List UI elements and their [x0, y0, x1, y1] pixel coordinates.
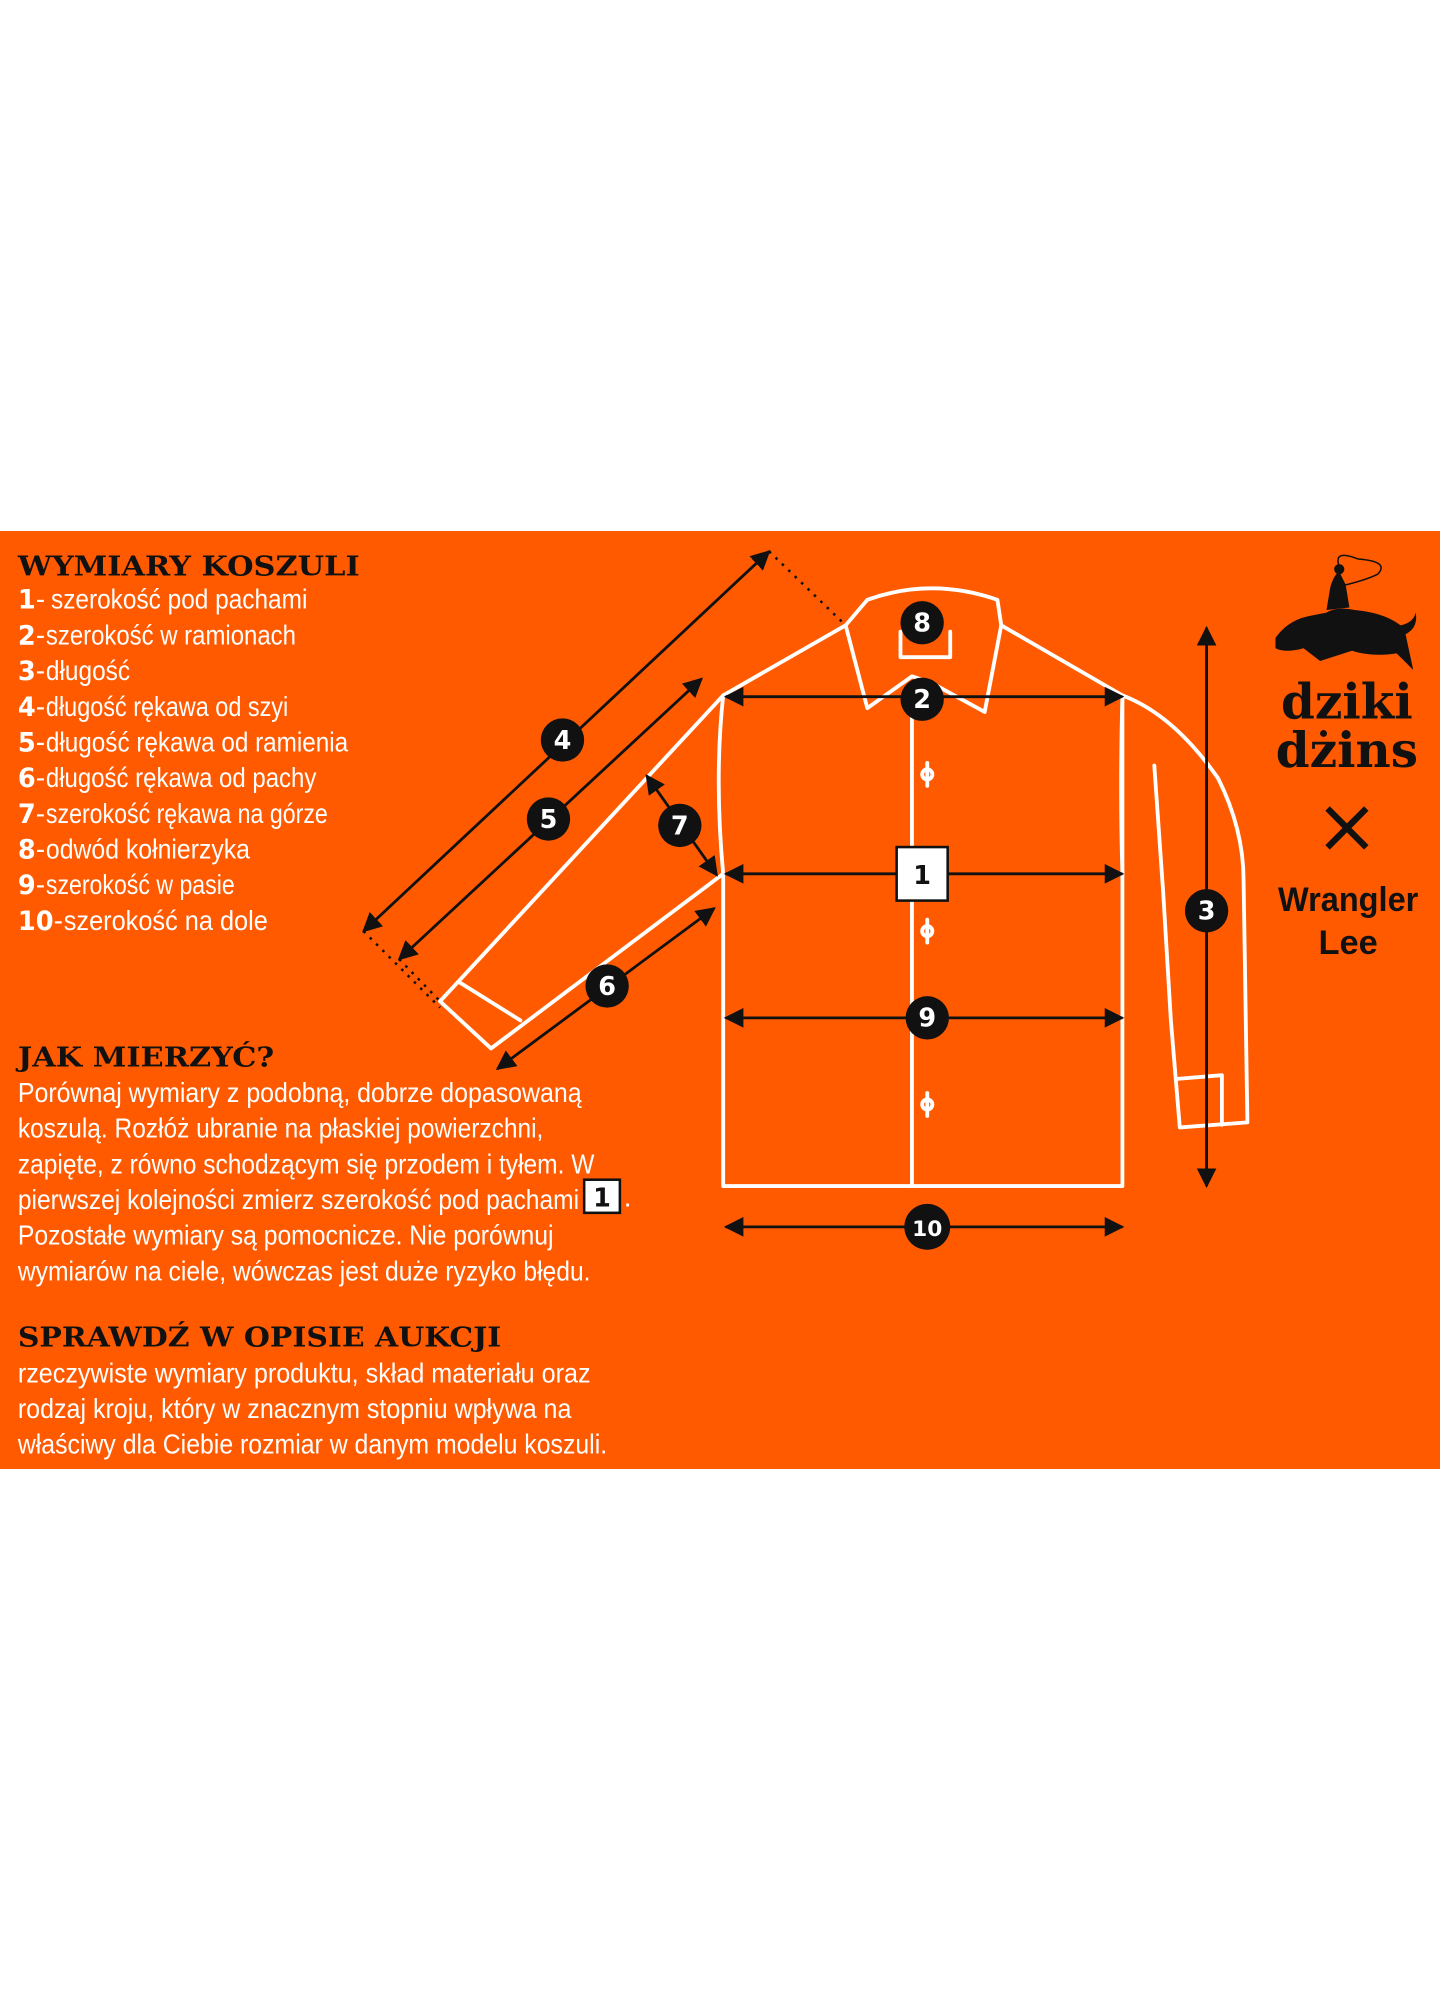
- svg-text:5: 5: [540, 805, 558, 835]
- button-icon: [920, 1091, 935, 1118]
- how-line: pierwszej kolejności zmierz szerokość po…: [18, 1184, 579, 1215]
- svg-text:2: 2: [913, 685, 931, 715]
- legend-item-separator: -: [36, 869, 45, 900]
- inline-period: .: [624, 1181, 632, 1212]
- marker-4: 4: [540, 718, 585, 762]
- brand-lee: Lee: [1319, 924, 1378, 962]
- legend-item-number: 8: [18, 835, 36, 866]
- legend-item-separator: -: [36, 584, 45, 615]
- marker-6: 6: [585, 964, 629, 1008]
- inline-marker-box: [582, 1178, 622, 1215]
- check-line: rodzaj kroju, który w znacznym stopniu w…: [18, 1393, 572, 1424]
- legend-item-label: długość rękawa od pachy: [46, 762, 316, 793]
- button-icon: [920, 917, 935, 945]
- svg-text:8: 8: [913, 609, 931, 639]
- legend-item-number: 9: [18, 870, 36, 901]
- legend-item-number: 4: [18, 692, 36, 723]
- svg-text:10: 10: [912, 1217, 942, 1242]
- check-text: rzeczywiste wymiary produktu, skład mate…: [17, 1357, 607, 1459]
- svg-text:1: 1: [913, 861, 931, 891]
- brand-logo: dziki dżins × Wrangler Lee: [1275, 554, 1418, 962]
- svg-text:4: 4: [554, 726, 572, 756]
- legend-item-number: 6: [18, 763, 36, 794]
- legend-item-label: szerokość w ramionach: [46, 619, 296, 650]
- marker-2: 2: [900, 677, 944, 721]
- marker-5: 5: [526, 797, 571, 841]
- legend-item-label: szerokość na dole: [64, 905, 268, 936]
- legend-item-number: 10: [18, 906, 54, 937]
- legend-item-separator: -: [36, 762, 45, 793]
- legend-item-separator: -: [36, 798, 45, 829]
- how-line: Porównaj wymiary z podobną, dobrze dopas…: [18, 1077, 582, 1108]
- check-line: rzeczywiste wymiary produktu, skład mate…: [18, 1357, 591, 1388]
- legend-item-label: szerokość w pasie: [46, 869, 235, 900]
- legend-title: WYMIARY KOSZULI: [17, 552, 360, 583]
- legend-item-separator: -: [36, 726, 45, 757]
- legend-item-separator: -: [36, 655, 45, 686]
- marker-1: 1: [895, 845, 949, 902]
- collab-x-icon: ×: [1315, 782, 1379, 871]
- inline-marker-number: 1: [593, 1183, 611, 1213]
- brand-wrangler: Wrangler: [1278, 881, 1418, 919]
- legend-item-separator: -: [36, 619, 45, 650]
- svg-text:7: 7: [671, 811, 689, 841]
- marker-9: 9: [905, 996, 949, 1040]
- legend-item-label: długość rękawa od ramienia: [46, 726, 349, 757]
- svg-text:3: 3: [1198, 897, 1216, 927]
- brand-dziki: dziki: [1281, 674, 1413, 730]
- legend-item-label: długość: [46, 655, 130, 686]
- legend-item-separator: -: [36, 834, 45, 865]
- marker-3: 3: [1184, 889, 1229, 933]
- legend-item-label: szerokość rękawa na górze: [46, 798, 328, 829]
- button-icon: [920, 761, 935, 788]
- legend-item-separator: -: [36, 691, 45, 722]
- how-title: JAK MIERZYĆ?: [16, 1041, 275, 1073]
- legend-item-number: 3: [18, 656, 36, 687]
- how-line: koszulą. Rozłóż ubranie na płaskiej powi…: [18, 1113, 543, 1144]
- brand-dzins: dżins: [1276, 723, 1418, 779]
- legend-item-number: 7: [18, 799, 36, 830]
- how-text: Porównaj wymiary z podobną, dobrze dopas…: [17, 1077, 595, 1286]
- legend-item-separator: -: [54, 905, 63, 936]
- marker-8: 8: [900, 601, 944, 645]
- legend-item-label: szerokość pod pachami: [51, 584, 307, 615]
- how-line: Pozostałe wymiary są pomocnicze. Nie por…: [18, 1220, 554, 1251]
- marker-7: 7: [658, 803, 702, 848]
- svg-text:9: 9: [918, 1004, 936, 1034]
- legend-item-number: 5: [18, 727, 36, 758]
- check-line: właściwy dla Ciebie rozmiar w danym mode…: [17, 1429, 607, 1460]
- size-guide-panel: WYMIARY KOSZULI 1 - szerokość pod pacham…: [0, 531, 1440, 1469]
- measurement-markers: 8 2 1 9 10 3 4 5 7 6: [526, 601, 1229, 1250]
- legend-item-number: 2: [18, 620, 36, 651]
- legend-item-number: 1: [18, 585, 36, 616]
- size-guide-graphic: WYMIARY KOSZULI 1 - szerokość pod pacham…: [0, 531, 1440, 1469]
- svg-text:6: 6: [598, 972, 616, 1002]
- boar-rider-icon: [1275, 554, 1417, 670]
- legend-item-label: odwód kołnierzyka: [46, 834, 250, 865]
- check-title: SPRAWDŹ W OPISIE AUKCJI: [18, 1322, 501, 1354]
- legend-item-label: długość rękawa od szyi: [46, 691, 288, 722]
- how-line: wymiarów na ciele, wówczas jest duże ryz…: [17, 1255, 591, 1286]
- how-line: zapięte, z równo schodzącym się przodem …: [18, 1148, 595, 1179]
- marker-10: 10: [904, 1203, 951, 1250]
